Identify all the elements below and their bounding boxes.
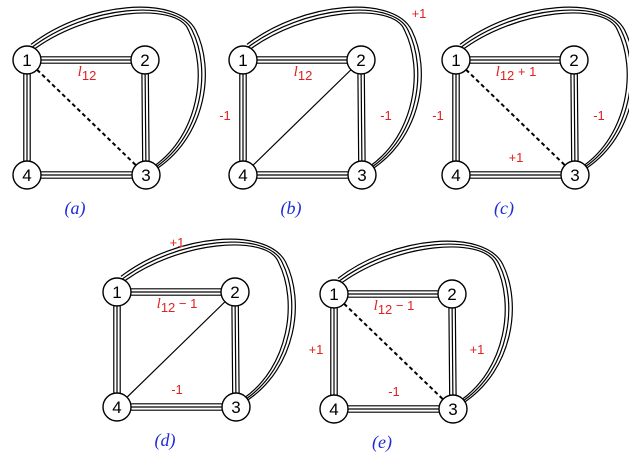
node-4 bbox=[441, 160, 471, 190]
node-label-4: 4 bbox=[451, 166, 460, 185]
arc-edge-label: +1 bbox=[412, 6, 427, 21]
node-label-3: 3 bbox=[141, 166, 150, 185]
edge-2-3-strand-2 bbox=[573, 59, 576, 176]
edge-label-4-1: -1 bbox=[219, 108, 231, 123]
node-3 bbox=[438, 394, 468, 424]
node-4 bbox=[319, 394, 349, 424]
node-label-1: 1 bbox=[451, 51, 460, 70]
edge-label-1-2: l12 bbox=[78, 64, 97, 83]
node-label-4: 4 bbox=[329, 400, 338, 419]
arc-edge-1-3-strand-2 bbox=[246, 9, 419, 168]
node-label-4: 4 bbox=[22, 166, 31, 185]
edge-label-1-2: l12 + 1 bbox=[496, 64, 537, 83]
node-1 bbox=[319, 279, 349, 309]
node-label-2: 2 bbox=[356, 51, 365, 70]
edge-label-3-4: -1 bbox=[171, 382, 183, 397]
diagonal-edge-4-2 bbox=[116, 291, 236, 408]
arc-edge-1-3-strand-1 bbox=[30, 12, 199, 167]
node-4 bbox=[102, 392, 132, 422]
node-label-3: 3 bbox=[448, 400, 457, 419]
arc-edge-1-3-strand-1 bbox=[337, 246, 506, 401]
panel-a: 1 2 3 4 l12 (a) bbox=[12, 6, 206, 219]
node-1 bbox=[102, 277, 132, 307]
edge-label-2-3: -1 bbox=[380, 108, 392, 123]
edge-2-3-strand-1 bbox=[576, 59, 579, 175]
edge-label-1-2: l12 bbox=[294, 64, 313, 83]
node-3 bbox=[221, 392, 251, 422]
node-label-1: 1 bbox=[329, 285, 338, 304]
node-label-2: 2 bbox=[569, 51, 578, 70]
panel-e: 1 2 3 4 l12 − 1 +1 +1 -1 (e) bbox=[309, 240, 513, 453]
edge-label-1-2: l12 − 1 bbox=[157, 296, 198, 315]
arc-edge-1-3-strand-3 bbox=[459, 6, 629, 169]
arc-edge-1-3-strand-3 bbox=[30, 6, 206, 169]
node-2 bbox=[437, 279, 467, 309]
edge-2-3-strand-2 bbox=[360, 59, 363, 176]
panel-c: 1 2 3 4 l12 + 1 -1 -1 +1 (c) bbox=[432, 6, 629, 219]
arc-edge-1-3-strand-3 bbox=[246, 6, 422, 169]
node-label-2: 2 bbox=[140, 51, 149, 70]
edge-2-3-strand-2 bbox=[234, 291, 237, 408]
panel-caption-d: (d) bbox=[155, 430, 176, 451]
node-label-3: 3 bbox=[231, 398, 240, 417]
node-2 bbox=[130, 45, 160, 75]
node-1 bbox=[441, 45, 471, 75]
edge-label-2-3: +1 bbox=[470, 342, 485, 357]
node-label-1: 1 bbox=[22, 51, 31, 70]
arc-edge-1-3-strand-3 bbox=[120, 238, 296, 401]
edge-2-3-strand-2 bbox=[451, 293, 454, 410]
node-3 bbox=[347, 160, 377, 190]
node-4 bbox=[228, 160, 258, 190]
panel-caption-b: (b) bbox=[281, 198, 302, 219]
edge-label-4-1: -1 bbox=[432, 108, 444, 123]
panel-caption-a: (a) bbox=[65, 198, 86, 219]
edge-2-3-strand-1 bbox=[237, 291, 240, 407]
edge-2-3-strand-2 bbox=[144, 59, 147, 176]
panel-caption-c: (c) bbox=[494, 198, 514, 219]
node-3 bbox=[131, 160, 161, 190]
node-label-3: 3 bbox=[570, 166, 579, 185]
node-1 bbox=[228, 45, 258, 75]
node-2 bbox=[220, 277, 250, 307]
edge-2-3-strand-3 bbox=[448, 294, 451, 410]
node-3 bbox=[560, 160, 590, 190]
node-2 bbox=[559, 45, 589, 75]
edge-2-3-strand-3 bbox=[231, 292, 234, 408]
edge-2-3-strand-1 bbox=[454, 293, 457, 409]
panel-caption-e: (e) bbox=[372, 432, 392, 453]
panel-d: 1 2 3 4 l12 − 1 -1 +1 (d) bbox=[102, 235, 296, 451]
arc-edge-1-3-strand-1 bbox=[459, 12, 628, 167]
edge-2-3-strand-3 bbox=[141, 60, 144, 176]
arc-edge-1-3-strand-1 bbox=[246, 12, 415, 167]
edge-2-3-strand-1 bbox=[363, 59, 366, 175]
edge-2-3-strand-3 bbox=[357, 60, 360, 176]
edge-label-3-4: -1 bbox=[388, 384, 400, 399]
node-label-3: 3 bbox=[357, 166, 366, 185]
node-label-4: 4 bbox=[112, 398, 121, 417]
panel-b: 1 2 3 4 l12 -1 -1 +1 (b) bbox=[219, 6, 426, 219]
arc-edge-1-3-strand-1 bbox=[120, 244, 289, 399]
edge-label-3-4: +1 bbox=[509, 150, 524, 165]
node-label-4: 4 bbox=[238, 166, 247, 185]
edge-2-3-strand-3 bbox=[570, 60, 573, 176]
node-4 bbox=[12, 160, 42, 190]
arc-edge-1-3-strand-2 bbox=[120, 241, 293, 400]
edge-label-2-3: -1 bbox=[593, 108, 605, 123]
node-label-2: 2 bbox=[230, 283, 239, 302]
edge-2-3-strand-1 bbox=[147, 59, 150, 175]
node-1 bbox=[12, 45, 42, 75]
node-2 bbox=[346, 45, 376, 75]
node-label-1: 1 bbox=[112, 283, 121, 302]
arc-edge-1-3-strand-2 bbox=[459, 9, 629, 168]
edge-label-4-1: +1 bbox=[309, 342, 324, 357]
arc-edge-1-3-strand-2 bbox=[337, 243, 510, 402]
node-label-1: 1 bbox=[238, 51, 247, 70]
arc-edge-label: +1 bbox=[170, 235, 185, 250]
diagonal-edge-4-2 bbox=[242, 59, 362, 176]
edge-label-1-2: l12 − 1 bbox=[374, 298, 415, 317]
node-label-2: 2 bbox=[447, 285, 456, 304]
arc-edge-1-3-strand-2 bbox=[30, 9, 203, 168]
arc-edge-1-3-strand-3 bbox=[337, 240, 513, 403]
